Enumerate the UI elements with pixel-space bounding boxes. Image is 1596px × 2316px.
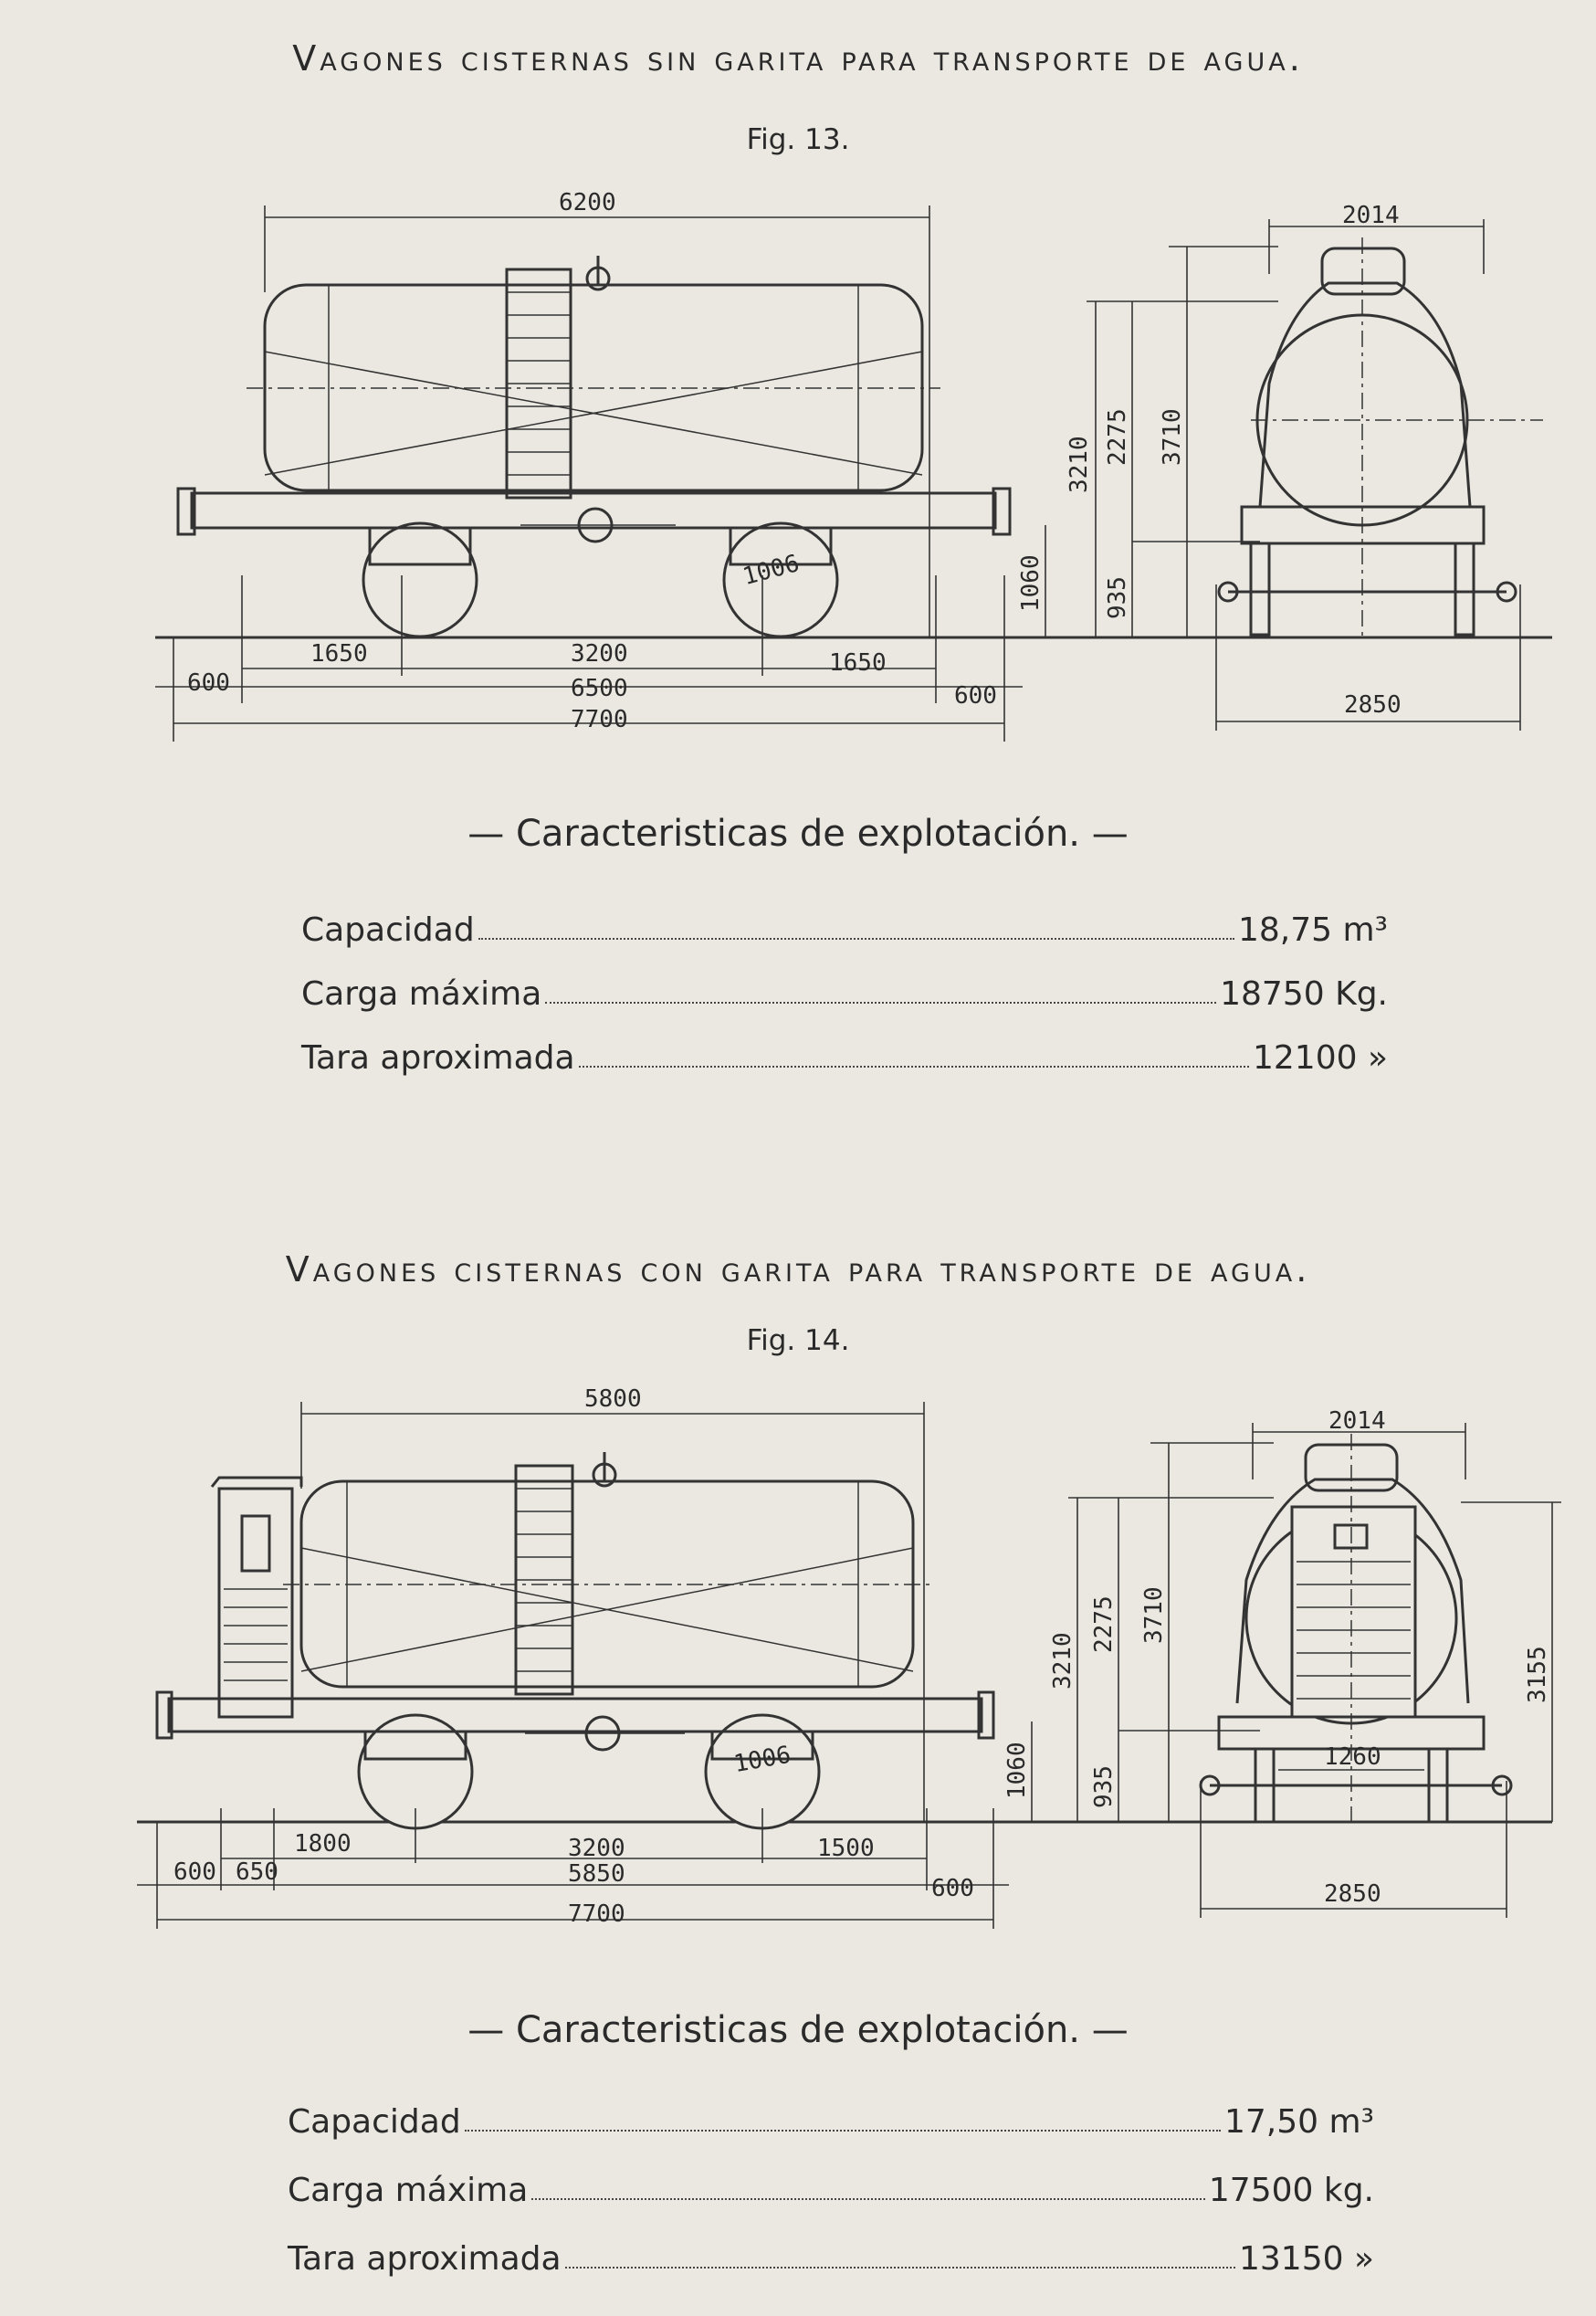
dim-7700: 7700 [571, 706, 628, 733]
dim-650: 650 [236, 1858, 278, 1886]
brakeman-cabin [217, 1487, 294, 1719]
fig13-title: Vagones cisternas sin garita para transp… [292, 38, 1304, 79]
dim-3200: 3200 [568, 1835, 625, 1862]
wheel-right [722, 521, 839, 638]
char-label: Carga máxima [288, 2172, 529, 2209]
char-value: 12100 » [1253, 1039, 1388, 1077]
dim-h-3155: 3155 [1524, 1646, 1551, 1703]
fig14-label: Fig. 14. [746, 1324, 850, 1357]
dim-5850: 5850 [568, 1860, 625, 1888]
char-label: Capacidad [288, 2103, 461, 2141]
dim-h-935: 935 [1104, 576, 1131, 619]
char-value: 17500 kg. [1208, 2172, 1374, 2209]
dim-h-935: 935 [1090, 1765, 1118, 1808]
dim-h-3710: 3710 [1159, 408, 1186, 466]
dot-leader [564, 2267, 1235, 2269]
dim-1650b: 1650 [829, 649, 887, 677]
dim-1500: 1500 [817, 1835, 875, 1862]
fig13-label: Fig. 13. [746, 123, 850, 156]
dim-h-3210: 3210 [1066, 436, 1093, 493]
dim-end-width: 2014 [1328, 1407, 1386, 1435]
dim-end-width: 2014 [1342, 202, 1400, 229]
dim-600b: 600 [931, 1875, 974, 1902]
dim-top-length: 6200 [559, 189, 616, 216]
fig14-drawing: 1006 5800 3210 2275 3710 1060 935 3155 2… [0, 1379, 1596, 1963]
dot-leader [578, 1066, 1249, 1068]
dim-7700: 7700 [568, 1900, 625, 1928]
dim-1650a: 1650 [310, 640, 368, 668]
char-value: 17,50 m³ [1223, 2103, 1374, 2141]
char-value: 18,75 m³ [1237, 911, 1388, 949]
fig13-char-row-tare: Tara aproximada 12100 » [301, 1027, 1388, 1077]
dim-h-2275: 2275 [1104, 408, 1131, 466]
dim-h-1060: 1060 [1003, 1742, 1031, 1799]
dim-1800: 1800 [294, 1830, 352, 1858]
dim-h-3710: 3710 [1140, 1586, 1168, 1644]
dim-2850: 2850 [1344, 691, 1402, 719]
dot-leader [478, 938, 1234, 940]
end-view-cabin [1290, 1505, 1417, 1719]
wheel-left [362, 521, 478, 638]
dim-top-length: 5800 [584, 1385, 642, 1413]
dot-leader [464, 2130, 1221, 2132]
fig13-char-row-capacity: Capacidad 18,75 m³ [301, 900, 1388, 949]
char-value: 18750 Kg. [1220, 975, 1388, 1013]
fig14-char-row-max-load: Carga máxima 17500 kg. [288, 2160, 1374, 2209]
fig13-section-title: — Caracteristicas de explotación. — [467, 813, 1129, 855]
fig13-char-row-max-load: Carga máxima 18750 Kg. [301, 963, 1388, 1013]
dim-1260: 1260 [1324, 1743, 1381, 1771]
fig13-drawing: 1006 6200 3210 2275 3710 1060 935 2014 2… [0, 183, 1596, 767]
dim-h-3210: 3210 [1049, 1632, 1076, 1690]
dim-600a: 600 [187, 669, 230, 697]
dim-h-2275: 2275 [1090, 1595, 1118, 1653]
dot-leader [531, 2198, 1205, 2200]
char-label: Tara aproximada [301, 1039, 575, 1077]
fig14-char-row-capacity: Capacidad 17,50 m³ [288, 2091, 1374, 2141]
char-value: 13150 » [1239, 2240, 1374, 2278]
fig14-section-title: — Caracteristicas de explotación. — [467, 2009, 1129, 2051]
fig14-char-row-tare: Tara aproximada 13150 » [288, 2228, 1374, 2278]
dim-6500: 6500 [571, 675, 628, 702]
fig14-title: Vagones cisternas con garita para transp… [285, 1249, 1311, 1290]
dim-600a: 600 [173, 1858, 216, 1886]
char-label: Capacidad [301, 911, 475, 949]
dim-3200: 3200 [571, 640, 628, 668]
underframe [190, 491, 997, 530]
dim-600b: 600 [954, 682, 997, 710]
char-label: Carga máxima [301, 975, 542, 1013]
char-label: Tara aproximada [288, 2240, 562, 2278]
dim-2850: 2850 [1324, 1880, 1381, 1908]
dot-leader [545, 1002, 1217, 1004]
underframe [167, 1697, 983, 1733]
dim-h-1060: 1060 [1017, 554, 1045, 612]
